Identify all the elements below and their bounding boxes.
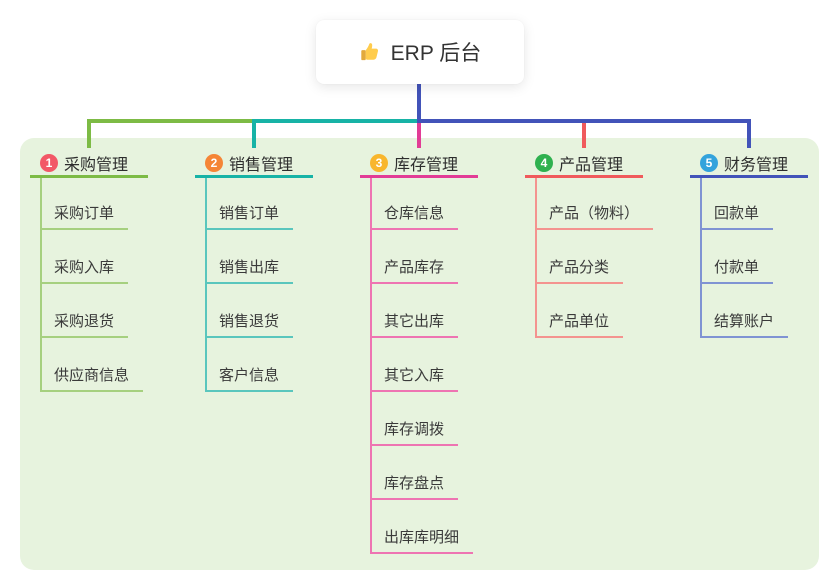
branch-number-badge: 3 (370, 153, 388, 172)
sub-item[interactable]: 产品库存 (370, 256, 459, 284)
sub-item[interactable]: 出库库明细 (370, 526, 474, 554)
branch-label: 库存管理 (394, 156, 459, 174)
sub-item-label: 采购退货 (54, 313, 115, 330)
branch-drop-line (747, 119, 751, 148)
sub-item-label: 产品库存 (384, 259, 445, 276)
branch-label: 财务管理 (724, 156, 789, 174)
branch-number-badge: 4 (535, 153, 553, 172)
branch-header[interactable]: 2 销售管理 (195, 150, 313, 178)
sub-item-label: 供应商信息 (54, 367, 130, 384)
sub-item-label: 客户信息 (219, 367, 280, 384)
sub-item-label: 其它入库 (384, 367, 445, 384)
sub-item-label: 产品单位 (549, 313, 610, 330)
sub-item[interactable]: 客户信息 (205, 364, 294, 392)
branch-label: 销售管理 (229, 156, 294, 174)
sub-item[interactable]: 库存调拨 (370, 418, 459, 446)
bus-segment-green (87, 119, 252, 123)
sub-item-label: 库存盘点 (384, 475, 445, 492)
sub-item-label: 出库库明细 (384, 529, 460, 546)
sub-item[interactable]: 采购订单 (40, 202, 129, 230)
sub-item-label: 结算账户 (714, 313, 775, 330)
root-title: ERP 后台 (390, 42, 482, 65)
branch-drop-line (417, 123, 421, 148)
branch-trunk-line (40, 178, 42, 392)
sub-item[interactable]: 仓库信息 (370, 202, 459, 230)
sub-item-label: 销售出库 (219, 259, 280, 276)
sub-item-label: 付款单 (714, 259, 760, 276)
branch-drop-line (582, 123, 586, 148)
sub-item[interactable]: 产品（物料） (535, 202, 654, 230)
branch-label: 产品管理 (559, 156, 624, 174)
branch-trunk-line (535, 178, 537, 338)
branch-drop-line (87, 119, 91, 148)
sub-item-label: 销售退货 (219, 313, 280, 330)
branch-trunk-line (370, 178, 372, 554)
branch-label: 采购管理 (64, 156, 129, 174)
root-drop-line (417, 84, 421, 123)
branch-header[interactable]: 5 财务管理 (690, 150, 808, 178)
sub-item[interactable]: 库存盘点 (370, 472, 459, 500)
sub-item[interactable]: 回款单 (700, 202, 774, 230)
sub-item-label: 产品分类 (549, 259, 610, 276)
branch-header[interactable]: 1 采购管理 (30, 150, 148, 178)
sub-item-label: 销售订单 (219, 205, 280, 222)
sub-item-label: 产品（物料） (549, 205, 640, 222)
branch-number-badge: 2 (205, 153, 223, 172)
sub-item[interactable]: 付款单 (700, 256, 774, 284)
sub-item[interactable]: 销售退货 (205, 310, 294, 338)
sub-item[interactable]: 其它入库 (370, 364, 459, 392)
sub-item-label: 其它出库 (384, 313, 445, 330)
sub-item[interactable]: 供应商信息 (40, 364, 144, 392)
thumbs-up-icon (359, 41, 382, 64)
sub-item[interactable]: 销售订单 (205, 202, 294, 230)
root-node[interactable]: ERP 后台 (316, 20, 524, 84)
sub-item-label: 采购入库 (54, 259, 115, 276)
sub-item[interactable]: 采购入库 (40, 256, 129, 284)
branch-header[interactable]: 3 库存管理 (360, 150, 478, 178)
sub-item[interactable]: 采购退货 (40, 310, 129, 338)
sub-item[interactable]: 产品单位 (535, 310, 624, 338)
sub-item-label: 仓库信息 (384, 205, 445, 222)
branch-drop-line (252, 119, 256, 148)
sub-item-label: 回款单 (714, 205, 760, 222)
sub-item-label: 库存调拨 (384, 421, 445, 438)
sub-item[interactable]: 销售出库 (205, 256, 294, 284)
branch-number-badge: 5 (700, 153, 718, 172)
sub-item[interactable]: 结算账户 (700, 310, 789, 338)
bus-segment-teal (252, 119, 421, 123)
sub-item[interactable]: 产品分类 (535, 256, 624, 284)
sub-item[interactable]: 其它出库 (370, 310, 459, 338)
bus-segment-indigo (417, 119, 751, 123)
branch-number-badge: 1 (40, 153, 58, 172)
branch-trunk-line (205, 178, 207, 392)
branch-header[interactable]: 4 产品管理 (525, 150, 643, 178)
branch-trunk-line (700, 178, 702, 338)
sub-item-label: 采购订单 (54, 205, 115, 222)
